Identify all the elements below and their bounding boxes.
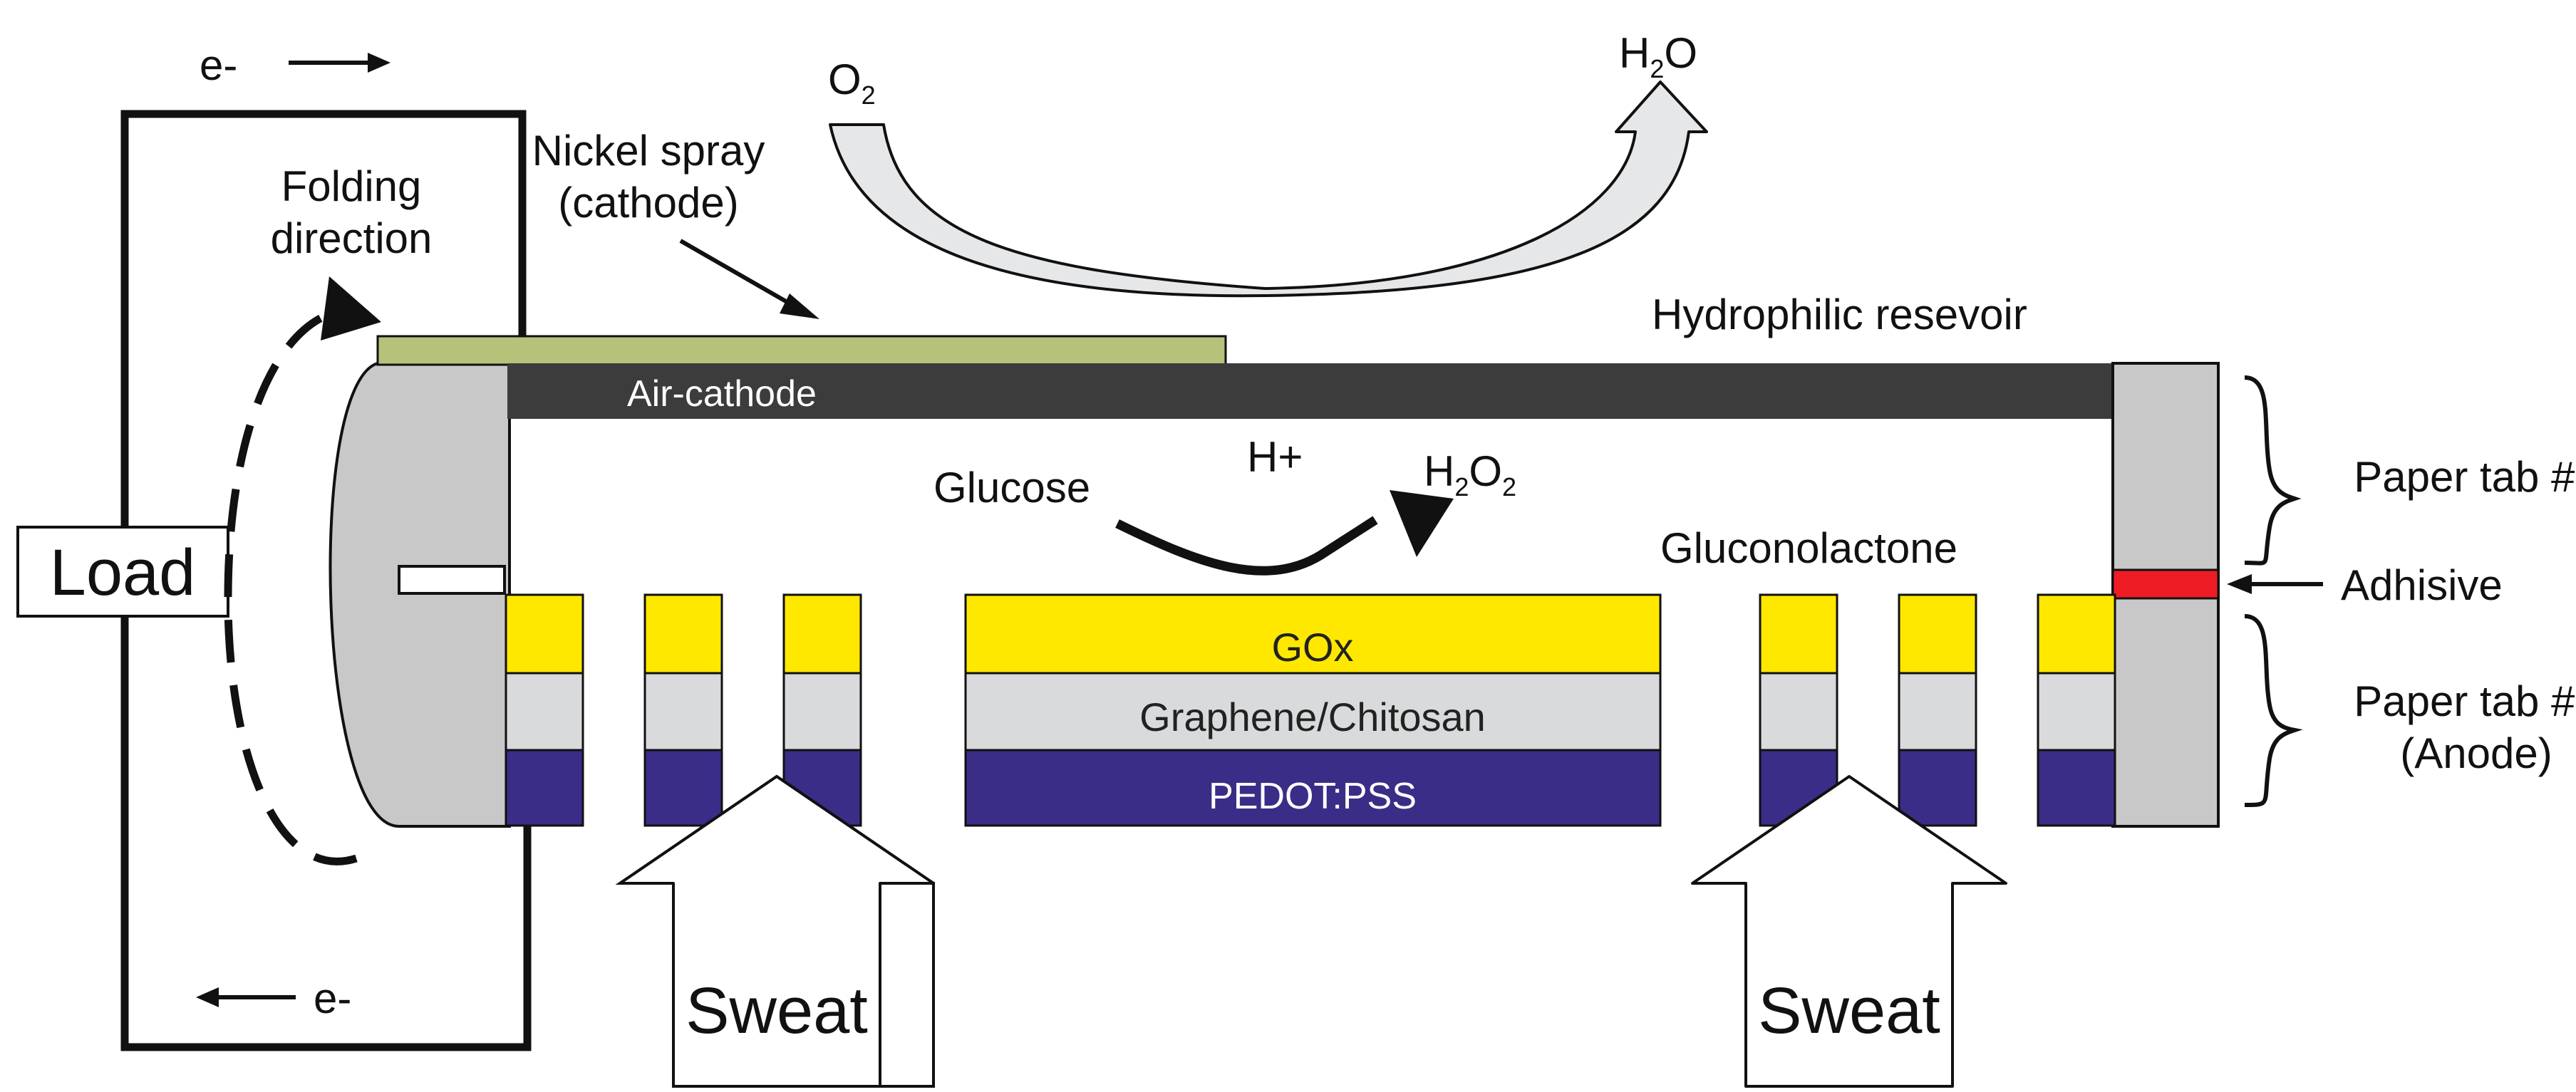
- paper-tab-2-label: Paper tab #2: [2354, 677, 2576, 725]
- electrode-stack-left-3: [782, 593, 862, 827]
- air-cathode-layer: [507, 363, 2114, 419]
- folding-direction-arrow: [224, 309, 358, 865]
- o2-label: O2: [828, 56, 876, 110]
- pedot-pss-label: PEDOT:PSS: [1209, 776, 1417, 817]
- gox-layer: [964, 593, 1662, 675]
- paper-tab-1-label: Paper tab #1: [2354, 453, 2576, 501]
- electrode-stack-center: [964, 593, 1662, 827]
- nickel-spray-layer: [376, 335, 1227, 366]
- electrode-stack-right-1: [1759, 593, 1838, 827]
- folding-arrow-head: [321, 276, 381, 340]
- electrode-stack-right-3: [2037, 593, 2116, 827]
- air-cathode-label: Air-cathode: [627, 373, 817, 415]
- graphene-chitosan-layer: [964, 672, 1662, 752]
- folding-label-line2: direction: [271, 214, 433, 262]
- nickel-pointer-arrow: [679, 239, 796, 308]
- electron-label-top: e-: [200, 41, 237, 89]
- electron-label-bottom: e-: [314, 974, 351, 1022]
- anode-label: (Anode): [2400, 729, 2552, 777]
- oxygen-reduction-arrow: [829, 80, 1708, 298]
- pedot-pss-layer: [964, 749, 1662, 827]
- gox-label: GOx: [1271, 625, 1353, 670]
- sweat-arrow-left-shape: [619, 775, 935, 1088]
- electrode-stack-right-2: [1898, 593, 1977, 827]
- adhesive-pointer-head: [2227, 574, 2252, 594]
- folding-label-line1: Folding: [281, 162, 422, 210]
- sweat-label-left: Sweat: [686, 974, 868, 1047]
- h2o-label: H2O: [1619, 29, 1697, 83]
- nickel-label-line2: (cathode): [558, 179, 738, 227]
- brace-paper-tab-1: [2244, 375, 2302, 566]
- electrode-stack-left-1: [505, 593, 584, 827]
- h2o2-label: H2O2: [1424, 447, 1516, 501]
- electrode-stack-left-2: [643, 593, 723, 827]
- graphene-chitosan-label: Graphene/Chitosan: [1139, 695, 1486, 739]
- h-plus-label: H+: [1247, 433, 1303, 481]
- sweat-label-right: Sweat: [1758, 974, 1940, 1047]
- brace-paper-tab-2: [2244, 614, 2303, 807]
- adhesive-layer: [2111, 568, 2220, 600]
- gluconolactone-label: Gluconolactone: [1660, 524, 1957, 572]
- electron-arrow-bottom-head: [196, 987, 219, 1007]
- electron-arrow-top-head: [368, 53, 390, 73]
- load-label: Load: [50, 536, 196, 609]
- tab-slot: [398, 565, 506, 595]
- glucose-oxidation-arrow-head: [1390, 490, 1454, 557]
- nickel-label-line1: Nickel spray: [532, 127, 765, 175]
- adhesive-label: Adhisive: [2341, 561, 2503, 609]
- hydrophilic-reservoir-label: Hydrophilic resevoir: [1652, 291, 2027, 338]
- sweat-arrow-right-shape: [1691, 775, 2007, 1088]
- glucose-label: Glucose: [933, 464, 1090, 511]
- nickel-pointer-head: [780, 293, 819, 319]
- glucose-oxidation-arrow: [1115, 516, 1378, 576]
- load-box: [16, 526, 229, 618]
